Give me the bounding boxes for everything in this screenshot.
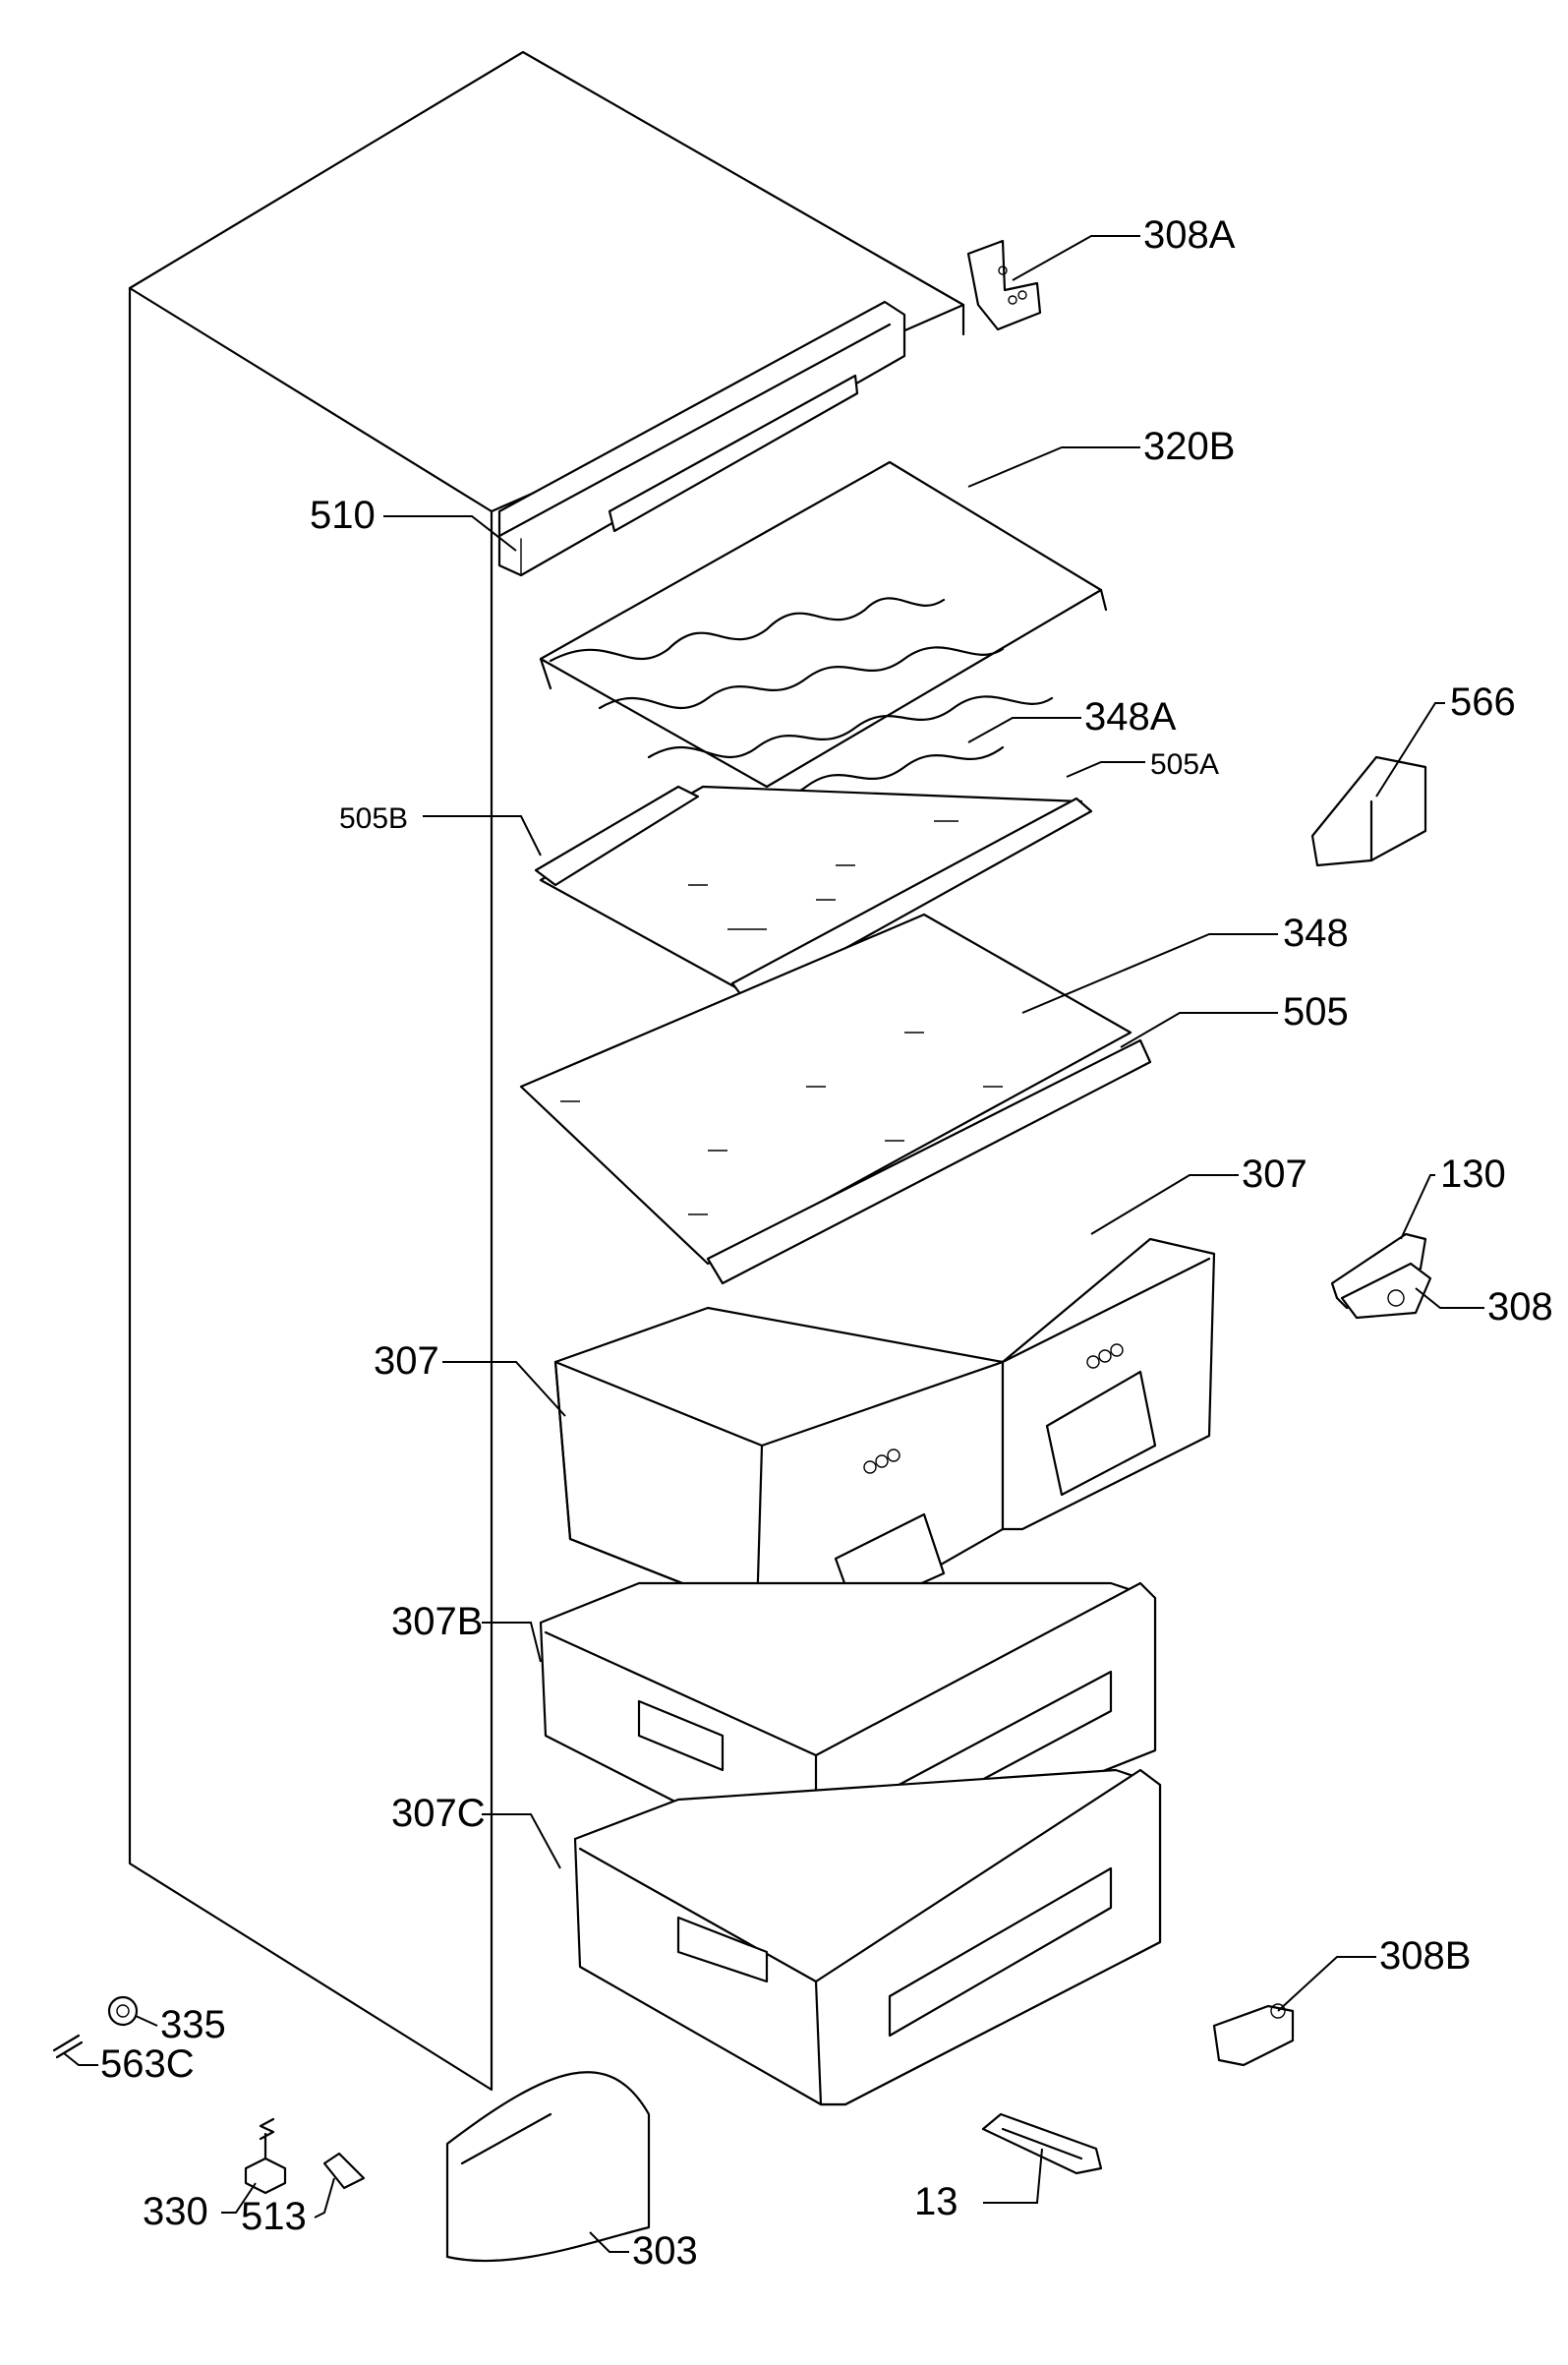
label-505A: 505A <box>1150 748 1219 781</box>
crisper-drawer-307-right <box>1001 1237 1216 1531</box>
small-hardware <box>52 1995 366 2195</box>
label-308: 308 <box>1487 1285 1553 1329</box>
label-320B: 320B <box>1143 425 1235 468</box>
glass-shelf-348A <box>534 785 1093 1005</box>
kickplate-303 <box>445 2071 651 2263</box>
label-308B: 308B <box>1379 1934 1471 1978</box>
label-348A: 348A <box>1084 695 1177 739</box>
hinge-308B <box>1212 2003 1295 2067</box>
control-panel-510 <box>497 300 906 577</box>
hinge-308A <box>966 239 1042 331</box>
crisper-drawer-307-left <box>553 1306 1005 1615</box>
label-308A: 308A <box>1143 213 1236 257</box>
label-510: 510 <box>310 494 376 537</box>
label-348: 348 <box>1283 912 1349 955</box>
leader-lines <box>63 235 1484 2253</box>
label-335: 335 <box>160 2003 226 2046</box>
label-307B: 307B <box>391 1600 483 1643</box>
part-labels: 308A 320B 510 566 348A 505A 505B 348 505… <box>100 213 1553 2273</box>
label-505: 505 <box>1283 990 1349 1034</box>
label-13: 13 <box>914 2180 958 2223</box>
label-563C: 563C <box>100 2042 195 2086</box>
label-505B: 505B <box>339 802 408 835</box>
label-307-top: 307 <box>1242 1153 1307 1196</box>
label-303: 303 <box>632 2229 698 2273</box>
wine-rack-320B <box>539 460 1108 799</box>
label-566: 566 <box>1450 680 1516 724</box>
label-513: 513 <box>241 2195 307 2238</box>
fridge-cabinet <box>128 50 965 2092</box>
label-307-left: 307 <box>374 1339 439 1383</box>
label-130: 130 <box>1440 1153 1506 1196</box>
label-307C: 307C <box>391 1792 486 1835</box>
hinge-130-308 <box>1330 1232 1432 1320</box>
glass-shelf-348 <box>519 913 1152 1285</box>
bracket-566 <box>1310 755 1427 867</box>
label-330: 330 <box>143 2190 208 2233</box>
drawer-307C <box>573 1768 1162 2106</box>
hinge-pin-13 <box>981 2112 1103 2175</box>
